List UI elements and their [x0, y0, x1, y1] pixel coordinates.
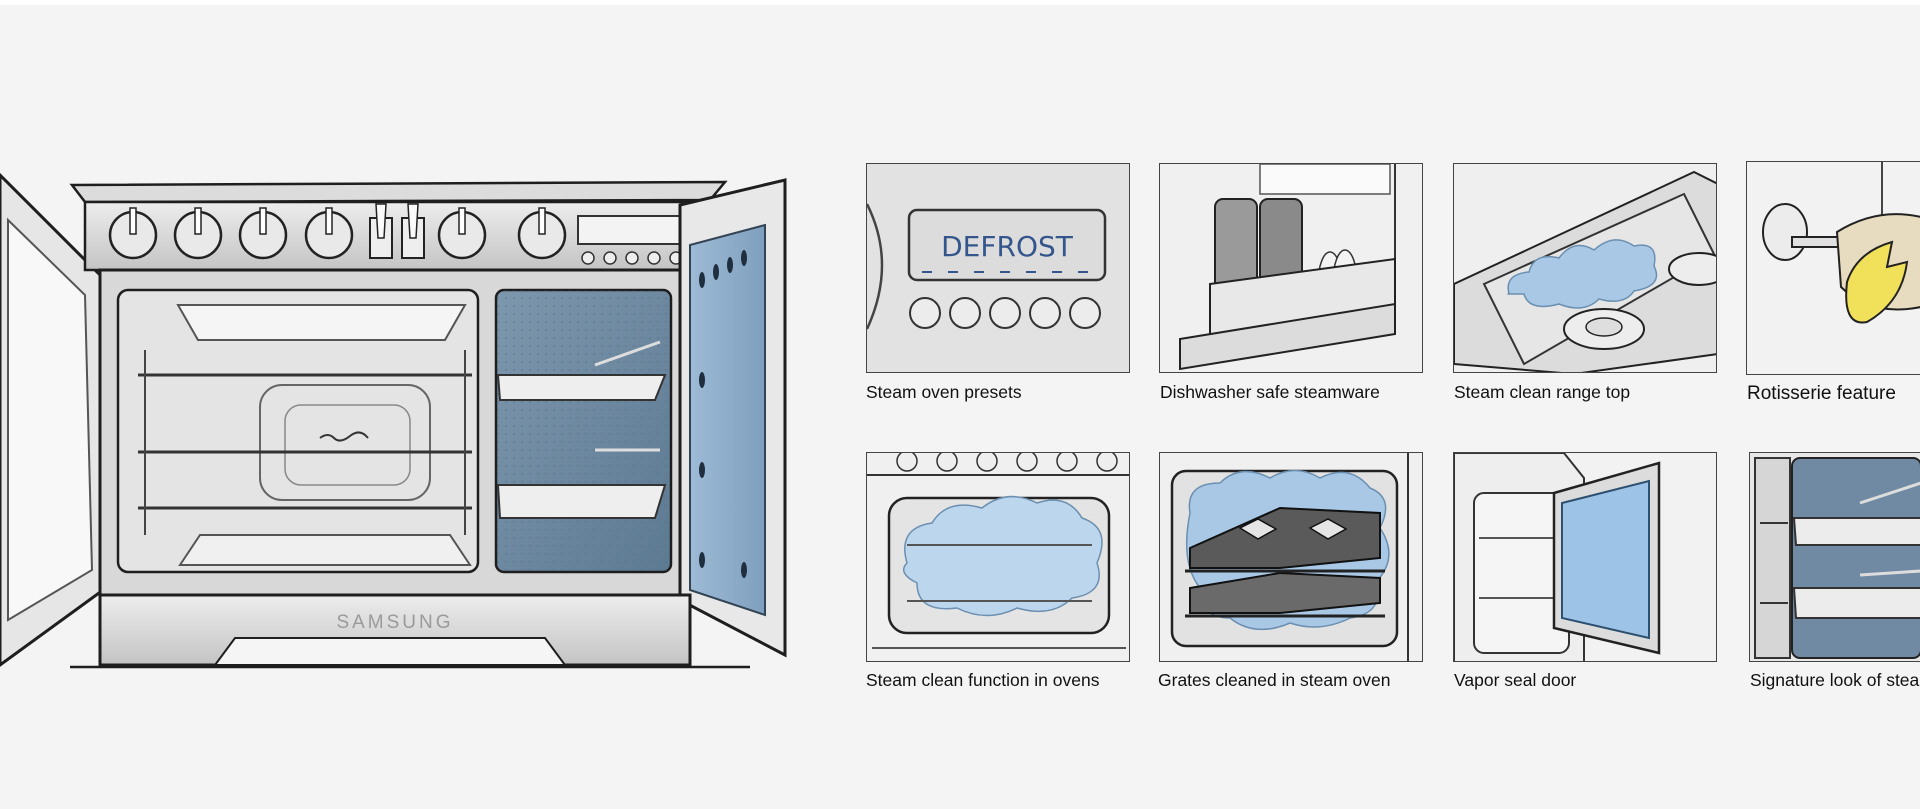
range-top-steam-icon — [1454, 164, 1716, 372]
defrost-display-text: DEFROST — [941, 230, 1074, 263]
brand-logo: SAMSUNG — [336, 612, 453, 633]
feature-caption: Rotisserie feature — [1747, 383, 1896, 404]
feature-caption: Signature look of stea — [1750, 670, 1920, 690]
knob-icon — [437, 207, 487, 260]
steam-oven-cavity — [494, 288, 673, 574]
feature-caption: Steam clean range top — [1454, 382, 1631, 402]
feature-caption: Dishwasher safe steamware — [1160, 382, 1380, 402]
main-oven-cavity — [116, 288, 480, 574]
feature-thumb-oven-steam-clean — [866, 452, 1130, 662]
toggle-switch-icon — [369, 203, 393, 259]
vapor-seal-door-icon — [1454, 453, 1716, 661]
feature-thumb-steam-presets: DEFROST — [866, 163, 1130, 373]
knob-row — [108, 203, 567, 260]
steam-oven-door — [678, 178, 787, 658]
top-strip — [0, 0, 1920, 5]
left-oven-door — [0, 172, 112, 667]
rotisserie-icon — [1747, 162, 1920, 374]
toggle-switch-icon — [401, 203, 425, 259]
feature-caption: Steam oven presets — [866, 382, 1022, 402]
knob-icon — [173, 207, 223, 260]
knob-icon — [517, 207, 567, 260]
dishwasher-rack-icon — [1160, 164, 1422, 372]
feature-thumb-range-top — [1453, 163, 1717, 373]
feature-thumb-grates — [1159, 452, 1423, 662]
knob-icon — [108, 207, 158, 260]
toe-kick — [213, 637, 567, 666]
feature-caption: Grates cleaned in steam oven — [1158, 670, 1391, 690]
feature-thumb-rotisserie — [1746, 161, 1920, 375]
feature-thumb-vapor-seal — [1453, 452, 1717, 662]
oven-preset-panel-icon: DEFROST — [867, 164, 1129, 372]
feature-thumb-dishwasher — [1159, 163, 1423, 373]
grates-steam-icon — [1160, 453, 1422, 661]
feature-caption: Steam clean function in ovens — [866, 670, 1100, 690]
feature-thumb-signature-look — [1749, 452, 1920, 662]
feature-caption: Vapor seal door — [1454, 670, 1577, 690]
range-illustration: SAMSUNG — [0, 172, 787, 669]
knob-icon — [238, 207, 288, 260]
cooktop-lip — [69, 180, 728, 204]
steam-oven-interior-icon — [1750, 453, 1920, 661]
oven-steam-clean-icon — [867, 453, 1129, 661]
knob-icon — [304, 207, 354, 260]
